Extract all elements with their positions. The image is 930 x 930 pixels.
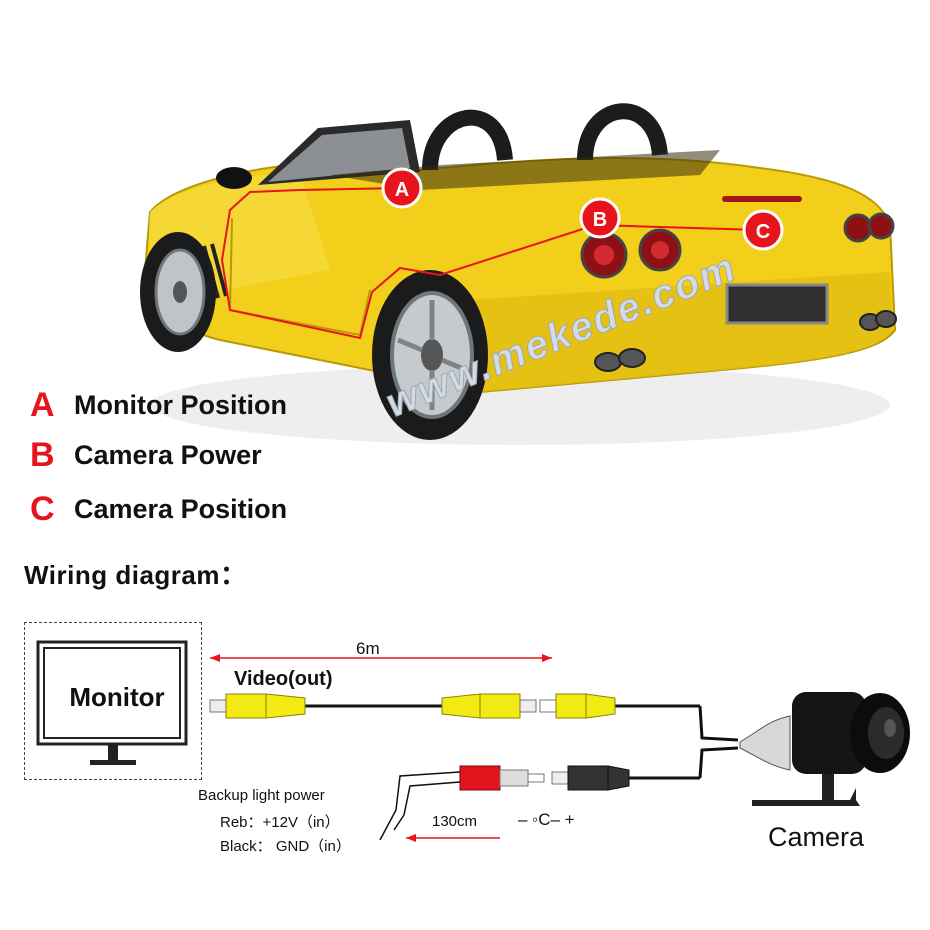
legend-item-camera-position: C Camera Position xyxy=(30,490,287,529)
video-out-label: Video(out) xyxy=(234,668,333,690)
marker-c-letter: C xyxy=(756,221,770,243)
cable-length-label: 6m xyxy=(356,639,380,658)
backup-red-wire-label: Reb：+12V（in） xyxy=(220,814,340,831)
side-mirror xyxy=(216,167,252,189)
dc-power-symbol: – ◦C– + xyxy=(518,810,575,829)
routing-wire xyxy=(220,187,761,340)
taillights xyxy=(580,212,895,279)
brake-light xyxy=(722,196,802,202)
length-arrow xyxy=(210,654,552,662)
backup-power-title: Backup light power xyxy=(198,787,325,804)
rca-plug-monitor xyxy=(209,693,306,719)
short-length-arrow xyxy=(406,834,500,842)
marker-c: C xyxy=(742,209,784,251)
rear-wheel xyxy=(372,270,488,440)
front-wheel xyxy=(140,232,216,352)
monitor-label: Monitor xyxy=(69,682,165,712)
legend-text: Camera Position xyxy=(74,494,288,524)
legend-item-monitor-position: A Monitor Position xyxy=(30,386,287,425)
monitor-icon xyxy=(36,640,188,765)
diagram-title: Wiring diagram： xyxy=(24,560,247,590)
monitor-dashed-box xyxy=(24,622,202,780)
car-illustration: A B C xyxy=(140,103,897,445)
roll-bar-left xyxy=(422,109,513,171)
license-plate xyxy=(725,283,829,325)
camera-icon xyxy=(739,692,910,806)
backup-power-wires xyxy=(379,771,461,841)
wiring-diagram xyxy=(36,640,910,842)
video-cable xyxy=(305,704,739,780)
rca-jack-camera xyxy=(539,693,616,719)
backup-black-wire-label: Black： GND（in） xyxy=(220,838,351,855)
legend-text: Monitor Position xyxy=(74,390,287,420)
power-plug-black xyxy=(551,765,630,791)
legend-letter: C xyxy=(30,490,55,528)
windshield-glass xyxy=(268,128,410,182)
legend-letter: B xyxy=(30,436,55,474)
rca-coupler-middle xyxy=(441,693,537,719)
legend-item-camera-power: B Camera Power xyxy=(30,436,262,475)
marker-a: A xyxy=(381,167,423,209)
marker-b-letter: B xyxy=(593,209,607,231)
power-plug-red xyxy=(459,765,545,791)
marker-a-letter: A xyxy=(395,179,409,201)
camera-label: Camera xyxy=(768,822,865,852)
marker-b: B xyxy=(579,197,621,239)
door-line xyxy=(228,217,371,337)
short-cable-label: 130cm xyxy=(432,813,478,830)
interior xyxy=(330,150,720,190)
roll-bar-right xyxy=(577,103,668,161)
exhaust-pipes xyxy=(594,310,897,372)
legend-text: Camera Power xyxy=(74,440,262,470)
legend-letter: A xyxy=(30,386,55,424)
car-shadow xyxy=(150,365,890,445)
